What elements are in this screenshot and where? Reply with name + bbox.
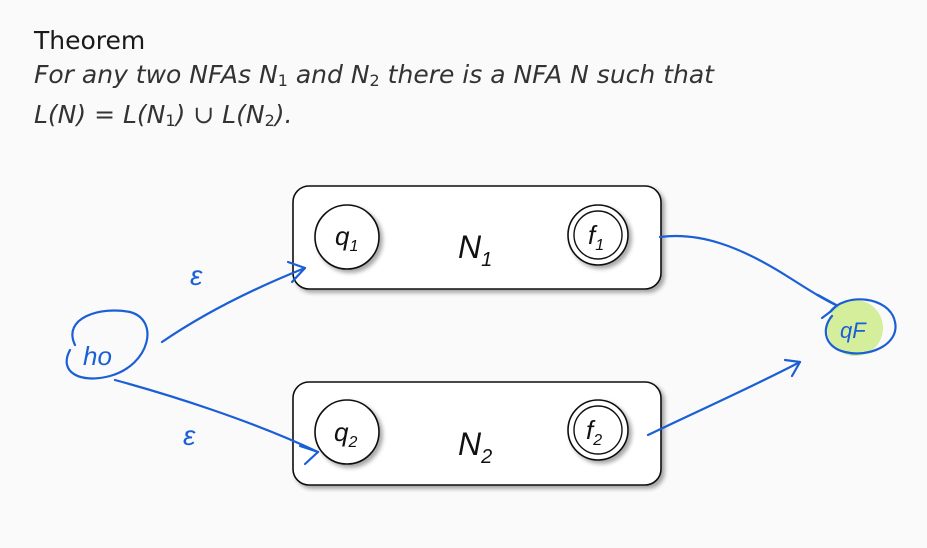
union-sign: ∪ bbox=[193, 100, 215, 129]
nfa-box-2: q2 f2 N2 bbox=[292, 381, 662, 486]
nfa-2-name: N2 bbox=[458, 426, 492, 468]
epsilon-arrowhead-top bbox=[286, 260, 307, 284]
handwritten-annotations bbox=[65, 234, 840, 466]
subscript: 2 bbox=[264, 111, 275, 130]
nfa-box-1: q1 f1 N1 bbox=[292, 185, 662, 290]
state-f1-outer bbox=[567, 204, 629, 266]
nfa-symbol: N bbox=[259, 60, 278, 89]
nfa-symbol: N bbox=[350, 60, 370, 89]
state-q2-label: q2 bbox=[334, 417, 357, 451]
epsilon-arrowhead-bottom bbox=[298, 444, 320, 466]
state-f2-label: f2 bbox=[586, 415, 602, 449]
equals-sign: = bbox=[94, 100, 116, 129]
statement-text: there is a NFA N such that bbox=[379, 60, 714, 89]
new-start-label: ho bbox=[83, 341, 112, 371]
state-f1-inner bbox=[573, 210, 623, 260]
formula-part: ) bbox=[175, 100, 194, 129]
formula-part: L(N bbox=[214, 100, 265, 129]
epsilon-label-top: ε bbox=[190, 260, 203, 291]
formula-part: L(N bbox=[115, 100, 166, 129]
new-final-state bbox=[824, 298, 897, 356]
arrow-f2-to-final bbox=[646, 360, 802, 437]
theorem-line-2: L(N) = L(N1) ∪ L(N2). bbox=[34, 95, 914, 135]
statement-text: and bbox=[287, 60, 351, 89]
statement-text: For any two NFAs bbox=[34, 60, 259, 89]
subscript: 2 bbox=[369, 71, 380, 90]
state-q1-label: q1 bbox=[335, 221, 358, 255]
final-highlight bbox=[827, 300, 883, 356]
theorem-statement: For any two NFAs N1 and N2 there is a NF… bbox=[34, 55, 914, 135]
state-f2-outer bbox=[567, 399, 629, 461]
formula-part: ). bbox=[274, 100, 293, 129]
state-f1-label: f1 bbox=[588, 220, 604, 254]
state-q2 bbox=[314, 399, 380, 465]
subscript: 1 bbox=[165, 111, 176, 130]
new-final-label: qF bbox=[840, 318, 867, 343]
state-f2-inner bbox=[573, 405, 623, 455]
arrow-f1-to-final bbox=[658, 234, 840, 308]
nfa-1-name: N1 bbox=[458, 229, 492, 271]
theorem-block: Theorem For any two NFAs N1 and N2 there… bbox=[34, 26, 914, 135]
state-q1 bbox=[314, 204, 380, 270]
epsilon-arrow-bottom bbox=[113, 378, 320, 454]
new-start-state-circle bbox=[65, 309, 149, 380]
epsilon-arrow-top bbox=[160, 266, 307, 344]
formula-part: L(N) bbox=[34, 100, 95, 129]
arrowhead-f2-to-final bbox=[783, 358, 802, 378]
new-final-state-circle bbox=[824, 298, 897, 355]
epsilon-label-bottom: ε bbox=[183, 420, 196, 451]
subscript: 1 bbox=[277, 71, 288, 90]
theorem-heading: Theorem bbox=[34, 26, 146, 55]
theorem-line-1: For any two NFAs N1 and N2 there is a NF… bbox=[34, 55, 914, 95]
